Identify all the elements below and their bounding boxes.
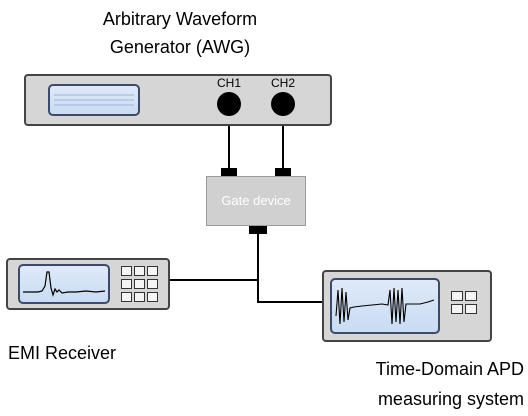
apd-label-line2: measuring system xyxy=(377,389,524,409)
emi-button[interactable] xyxy=(121,279,132,289)
gate-device: Gate device xyxy=(206,176,306,226)
emi-label: EMI Receiver xyxy=(8,343,117,363)
apd-label: Time-Domain APD measuring system xyxy=(318,358,524,410)
awg-title-line2: Generator (AWG) xyxy=(109,37,251,57)
ch1-label: CH1 xyxy=(217,76,242,90)
apd-button[interactable] xyxy=(465,291,477,301)
wire-gate-to-emi xyxy=(170,234,259,281)
emi-button[interactable] xyxy=(147,266,158,276)
apd-button[interactable] xyxy=(451,291,463,301)
emi-button[interactable] xyxy=(134,292,145,302)
ch2-knob[interactable] xyxy=(271,92,295,116)
emi-button[interactable] xyxy=(134,266,145,276)
awg-title-line1: Arbitrary Waveform xyxy=(102,9,258,29)
emi-button[interactable] xyxy=(121,266,132,276)
emi-screen xyxy=(18,264,110,304)
ch1-knob[interactable] xyxy=(217,92,241,116)
apd-screen xyxy=(330,278,440,334)
ch2-label: CH2 xyxy=(271,76,296,90)
emi-trace xyxy=(23,271,106,298)
gate-device-label: Gate device xyxy=(221,193,291,208)
emi-button[interactable] xyxy=(121,292,132,302)
emi-button[interactable] xyxy=(134,279,145,289)
awg-screen xyxy=(48,84,140,116)
gate-connector-ch1 xyxy=(221,168,237,176)
awg-title: Arbitrary Waveform Generator (AWG) xyxy=(60,8,300,58)
apd-button[interactable] xyxy=(451,304,463,314)
emi-button[interactable] xyxy=(147,292,158,302)
gate-connector-out xyxy=(249,226,267,234)
gate-connector-ch2 xyxy=(275,168,291,176)
apd-label-line1: Time-Domain APD xyxy=(375,359,524,379)
wire-gate-to-apd xyxy=(257,280,322,303)
emi-button[interactable] xyxy=(147,279,158,289)
apd-trace xyxy=(335,287,435,325)
apd-button[interactable] xyxy=(465,304,477,314)
